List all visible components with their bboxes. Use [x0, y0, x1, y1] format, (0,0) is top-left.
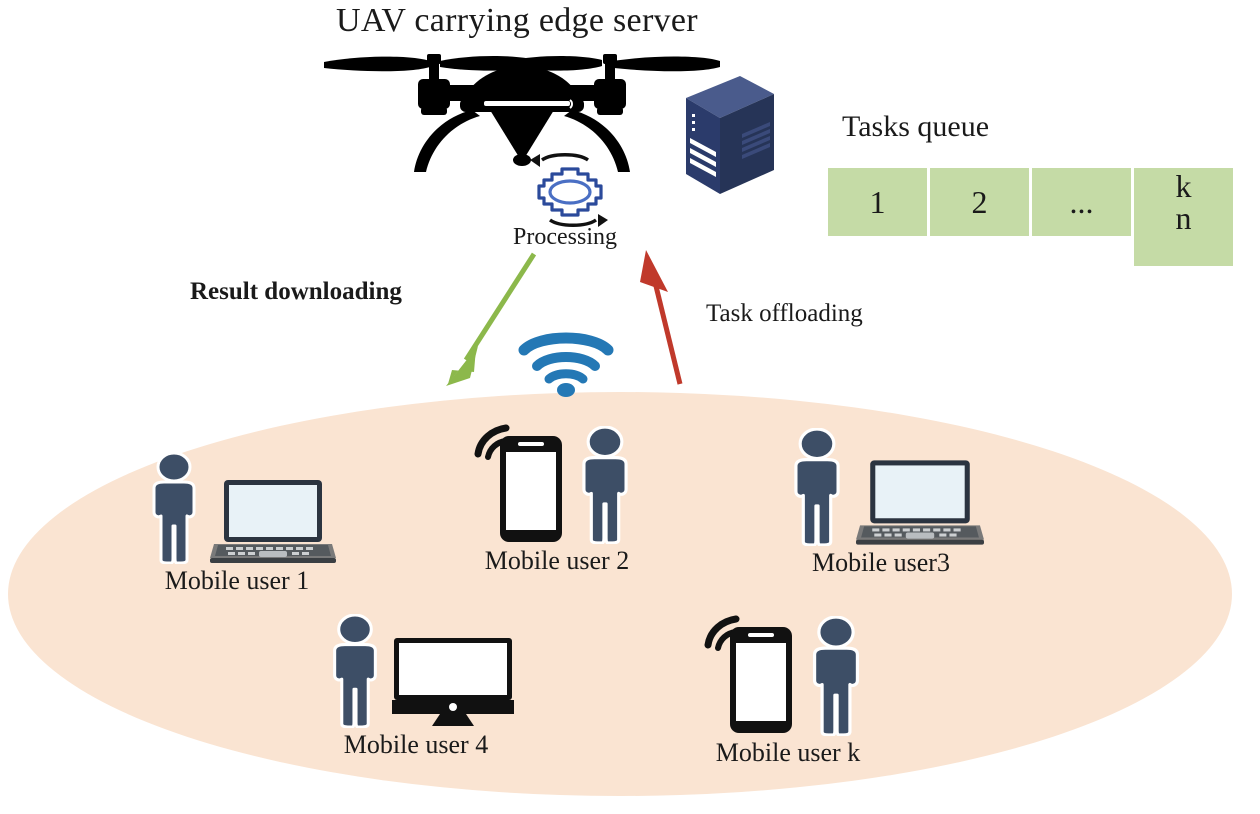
result-downloading-label: Result downloading: [190, 278, 402, 305]
server-rack-icon: [682, 72, 778, 198]
laptop-icon: [210, 480, 336, 563]
queue-cell[interactable]: k n: [1134, 168, 1233, 266]
queue-cell[interactable]: ...: [1032, 168, 1131, 236]
mobile-user-3-caption: Mobile user3: [812, 548, 950, 577]
person-icon: [582, 426, 628, 544]
person-icon: [152, 452, 196, 564]
person-icon: [333, 614, 377, 728]
task-offloading-label: Task offloading: [706, 300, 863, 327]
mobile-user-1-caption: Mobile user 1: [164, 566, 310, 595]
mobile-user-2-group: Mobile user 2: [470, 424, 644, 576]
queue-cell-label: 1: [869, 183, 886, 220]
user-devices: [318, 614, 514, 728]
tasks-queue-title: Tasks queue: [842, 110, 990, 143]
diagram-title: UAV carrying edge server: [336, 2, 698, 39]
person-icon: [812, 616, 860, 736]
wifi-icon: [516, 328, 616, 398]
user-devices: [470, 424, 644, 544]
result-downloading-arrow: [430, 248, 550, 388]
smartphone-icon: [474, 424, 562, 542]
task-offloading-arrow: [630, 248, 750, 388]
smartphone-icon: [704, 615, 792, 733]
mobile-user-k-group: Mobile user k: [700, 614, 876, 768]
user-devices: [778, 428, 984, 546]
mobile-user-1-group: Mobile user 1: [138, 452, 336, 596]
processing-gear-icon: [500, 150, 640, 230]
mobile-user-k-caption: Mobile user k: [715, 738, 861, 767]
mobile-user-2-caption: Mobile user 2: [484, 546, 630, 575]
queue-cell[interactable]: 2: [930, 168, 1029, 236]
queue-cell[interactable]: 1: [828, 168, 927, 236]
mobile-user-4-group: Mobile user 4: [318, 614, 514, 760]
mobile-user-3-group: Mobile user3: [778, 428, 984, 578]
desktop-monitor-icon: [392, 638, 514, 726]
user-devices: [700, 614, 876, 736]
user-devices: [138, 452, 336, 564]
person-icon: [794, 428, 840, 546]
quadcopter-drone-icon: [322, 52, 722, 172]
laptop-icon: [856, 460, 984, 545]
queue-cell-sublabel: n: [1175, 200, 1192, 236]
mobile-user-4-caption: Mobile user 4: [343, 730, 489, 759]
queue-cell-label: k: [1175, 168, 1192, 204]
processing-label: Processing: [513, 224, 617, 250]
tasks-queue: 1 2 ... k n: [828, 168, 1233, 266]
queue-cell-label: ...: [1069, 183, 1094, 220]
queue-cell-label: 2: [971, 183, 988, 220]
